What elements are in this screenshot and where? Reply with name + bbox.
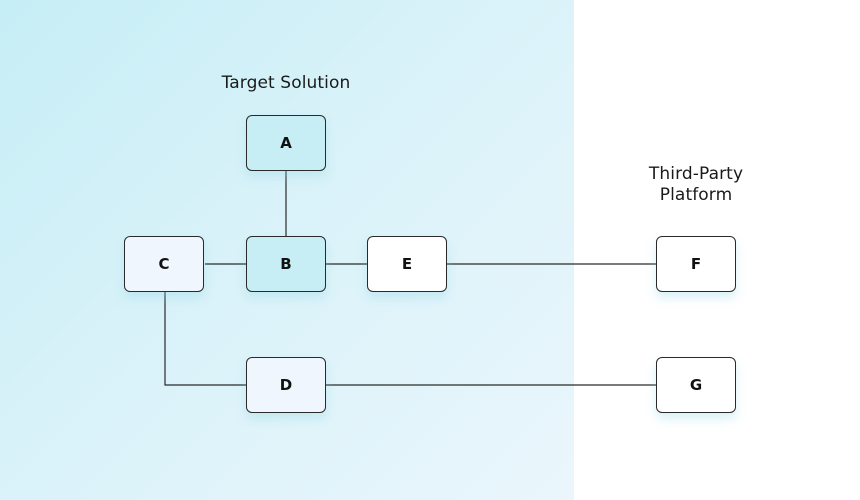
- third-party-title-line-2: Platform: [659, 185, 733, 205]
- node-c: C: [124, 236, 204, 292]
- node-f: F: [656, 236, 736, 292]
- third-party-title-line-1: Third-Party: [648, 164, 744, 184]
- target-solution-title: Target Solution: [221, 73, 351, 93]
- node-g: G: [656, 357, 736, 413]
- node-d: D: [246, 357, 326, 413]
- node-e: E: [367, 236, 447, 292]
- third-party-platform-title: Third-Party Platform: [596, 164, 796, 206]
- node-a: A: [246, 115, 326, 171]
- connector-c-d: [164, 292, 246, 386]
- node-b: B: [246, 236, 326, 292]
